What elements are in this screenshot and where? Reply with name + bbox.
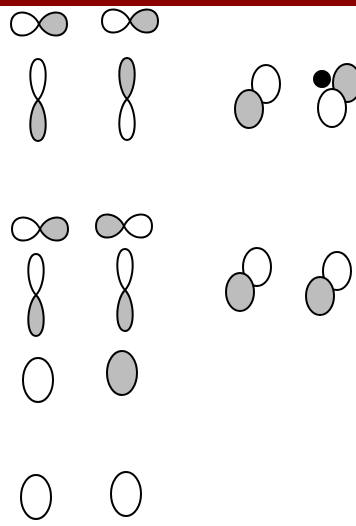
orbital-lobe-top — [117, 249, 132, 290]
orbital-5 — [235, 65, 280, 128]
orbital-1 — [11, 12, 67, 35]
orbital-lobe-top — [28, 254, 43, 295]
orbital-lobe-right — [39, 12, 67, 35]
orbital-lobe-front — [226, 273, 254, 311]
orbital-13 — [23, 358, 53, 402]
orbital-lobe-bottom — [119, 99, 134, 140]
orbital-sphere — [107, 351, 137, 395]
orbital-10 — [117, 249, 132, 331]
orbital-16 — [111, 472, 141, 516]
orbital-lobe-bottom — [117, 290, 132, 331]
orbital-sphere — [21, 475, 51, 519]
orbital-lobe-left — [96, 214, 124, 237]
orbital-lobe-bottom — [30, 100, 45, 141]
orbital-6 — [314, 64, 356, 127]
orbital-lobe-left — [12, 217, 40, 240]
orbital-9 — [28, 254, 43, 336]
orbital-lobe-front — [235, 90, 263, 128]
orbital-7 — [12, 217, 68, 240]
orbital-lobe-right — [130, 9, 158, 32]
orbital-lobe-left — [102, 9, 130, 32]
orbital-11 — [226, 248, 271, 311]
orbital-lobe-bottom — [28, 295, 43, 336]
orbital-sphere — [111, 472, 141, 516]
orbital-lobe-top — [30, 59, 45, 100]
orbital-sphere — [23, 358, 53, 402]
orbital-lobe-right — [40, 217, 68, 240]
orbital-lobe-right — [124, 214, 152, 237]
orbital-12 — [306, 252, 351, 315]
orbital-lobe-left — [11, 12, 39, 35]
orbital-3 — [30, 59, 45, 141]
orbital-lobe-front — [318, 89, 346, 127]
orbital-2 — [102, 9, 158, 32]
orbital-lobe-top — [119, 58, 134, 99]
orbital-lobe-front — [306, 277, 334, 315]
orbital-4 — [119, 58, 134, 140]
orbital-14 — [107, 351, 137, 395]
orbital-dot — [314, 71, 330, 87]
orbital-15 — [21, 475, 51, 519]
orbital-8 — [96, 214, 152, 237]
